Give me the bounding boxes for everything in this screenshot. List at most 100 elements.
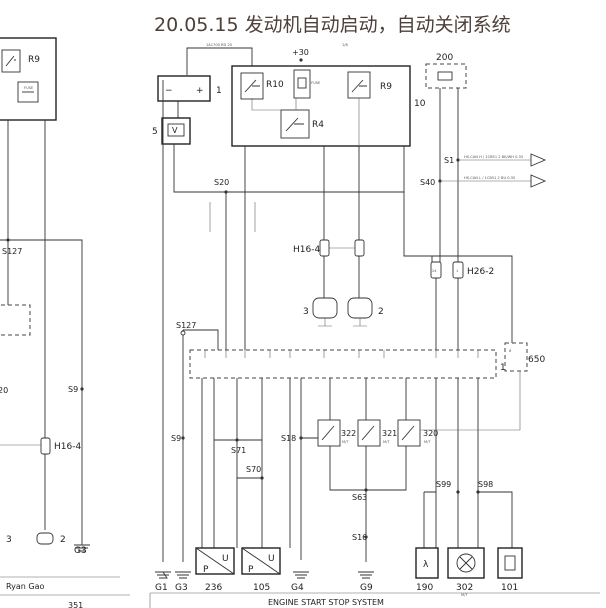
relay-r10-label: R10 [266,80,284,90]
system-name: ENGINE START STOP SYSTEM [268,598,384,607]
splice-s63-dot [364,488,368,492]
wire-ticks [209,202,256,232]
switch-320-contact [401,425,415,441]
h26-2-down-wires [435,278,459,350]
switch-321-body [357,419,381,447]
left-comp-2-label: 2 [60,535,66,545]
can-h-label: HS-CAN H / 1CB51 2 BK/WH 0.35 [464,155,523,159]
sensor-236-p: P [203,565,209,575]
left-wires-bus [0,239,83,545]
left-splice-s9: S9 [68,385,78,394]
ecu-200-number: 200 [436,53,453,63]
left-ecu-fragment [0,304,31,336]
splice-s1: S1 [444,156,454,165]
sensor-101-number: 101 [501,583,518,593]
left-relay-contact [5,55,16,67]
comp-2-label: 2 [378,307,384,317]
left-connector-h16-4 [40,437,51,455]
ground-g3: G3 [175,583,188,593]
splice-s127-ring [180,330,186,336]
bottom-components: P U 236 P U 105 λ 190 302 M/T 101 [195,547,523,597]
sensor-wires [201,378,291,548]
sensor-236-diagonal [195,547,235,575]
left-h16-4-label: H16-4 [54,442,81,452]
splice-s70: S70 [246,465,261,474]
ecu-100-section: 100 650 6 [189,342,545,379]
pin-24-label: 24 [432,269,437,273]
ibs-symbol: V [172,126,178,135]
connector-h16-4-pin-a [319,239,330,257]
splice-s71: S71 [231,446,246,455]
splice-s99: S99 [436,480,451,489]
ecu-650-feed-wire [404,255,513,350]
splice-s99-wire [423,491,436,548]
fuse-element [297,77,307,89]
pin-1-label: 1 [456,269,458,273]
ecu-650-number: 650 [528,355,545,365]
splice-s71-dot [235,438,239,442]
splice-s9: S9 [171,434,181,443]
relay-r4-contact [285,117,304,132]
fuse-box-number: 10 [414,99,426,109]
left-splice-s127: S127 [2,247,22,256]
switch-322-contact [321,425,335,441]
o2-sensor-wires [435,378,479,548]
ecu-200-section: 200 S1 HS-CAN H / 1CB51 2 BK/WH 0.35 S40… [420,53,547,262]
switch-feed-wires [329,378,407,420]
ecu-100-top-pins [204,350,479,358]
switch-322-mt: M/T [342,440,349,444]
battery-number: 1 [216,86,222,96]
lower-wiring: S9 S71 S70 S18 322 M/T 321 M/T 320 M/T S… [162,80,521,562]
can-l-label: HS-CAN L / 1CB51 2 BU 0.35 [464,176,515,180]
ground-g3-icon [175,571,191,579]
switch-320-label: 320 [423,429,438,438]
comp-2-body [347,297,373,319]
battery-plus: + [196,86,204,96]
splice-s99-dot [456,490,460,494]
splice-s98-dot [476,490,480,494]
battery [157,75,211,102]
splice-s16-dot [364,535,368,539]
relay-r9-contact [351,79,367,93]
battery-wire-label: 1A1700 RD 25 [206,43,232,47]
left-comp-3-label: 3 [6,535,12,545]
sensor-302-mt: M/T [461,593,468,597]
left-author: Ryan Gao [6,582,44,591]
connector-h26-2-label: H26-2 [467,267,494,277]
left-comp-2-body [36,532,54,545]
sensor-105-diagonal [241,547,281,575]
ecu-200-connector [437,71,453,81]
ground-g4: G4 [291,583,304,593]
switch-320-mt: M/T [424,440,431,444]
grounds: G1 G3 G4 G9 [155,571,374,593]
left-fuse-label: FUSE [24,86,34,90]
connector-h16-4-pin-b [354,239,365,257]
sensor-105-number: 105 [253,583,270,593]
fuse-box-internal [251,98,360,146]
sensor-190-number: 190 [416,583,433,593]
mid-wiring: S20 H16-4 3 2 24 1 H26-2 S127 [173,144,513,350]
ground-g1-icon [155,571,171,579]
switch-322-body [317,419,341,447]
switch-321-mt: M/T [383,440,390,444]
sensor-190-body [415,547,439,579]
splice-s98-wire [478,491,513,548]
relay-r9-label: R9 [380,82,392,92]
battery-minus: − [165,86,173,96]
fuse-box-ref: 1/8 [342,43,348,47]
splice-s127: S127 [176,321,196,330]
splice-s18: S18 [281,434,296,443]
sensor-190-lambda: λ [423,560,429,570]
ecu-650-pin-6: 6 [509,349,512,353]
left-relay-r9-body [1,49,21,73]
splice-s18-dot [299,436,303,440]
sensor-302-lamp-cross [459,556,473,570]
plus-30-label: +30 [292,48,309,57]
ecu-100-box [189,349,497,379]
comp-3-body [312,297,338,319]
sensor-236-u: U [222,554,229,564]
left-splice-dot [6,238,10,242]
can-l-arrow-icon [530,174,547,188]
left-page-number: 351 [68,601,83,608]
ground-g9-icon [358,571,374,579]
